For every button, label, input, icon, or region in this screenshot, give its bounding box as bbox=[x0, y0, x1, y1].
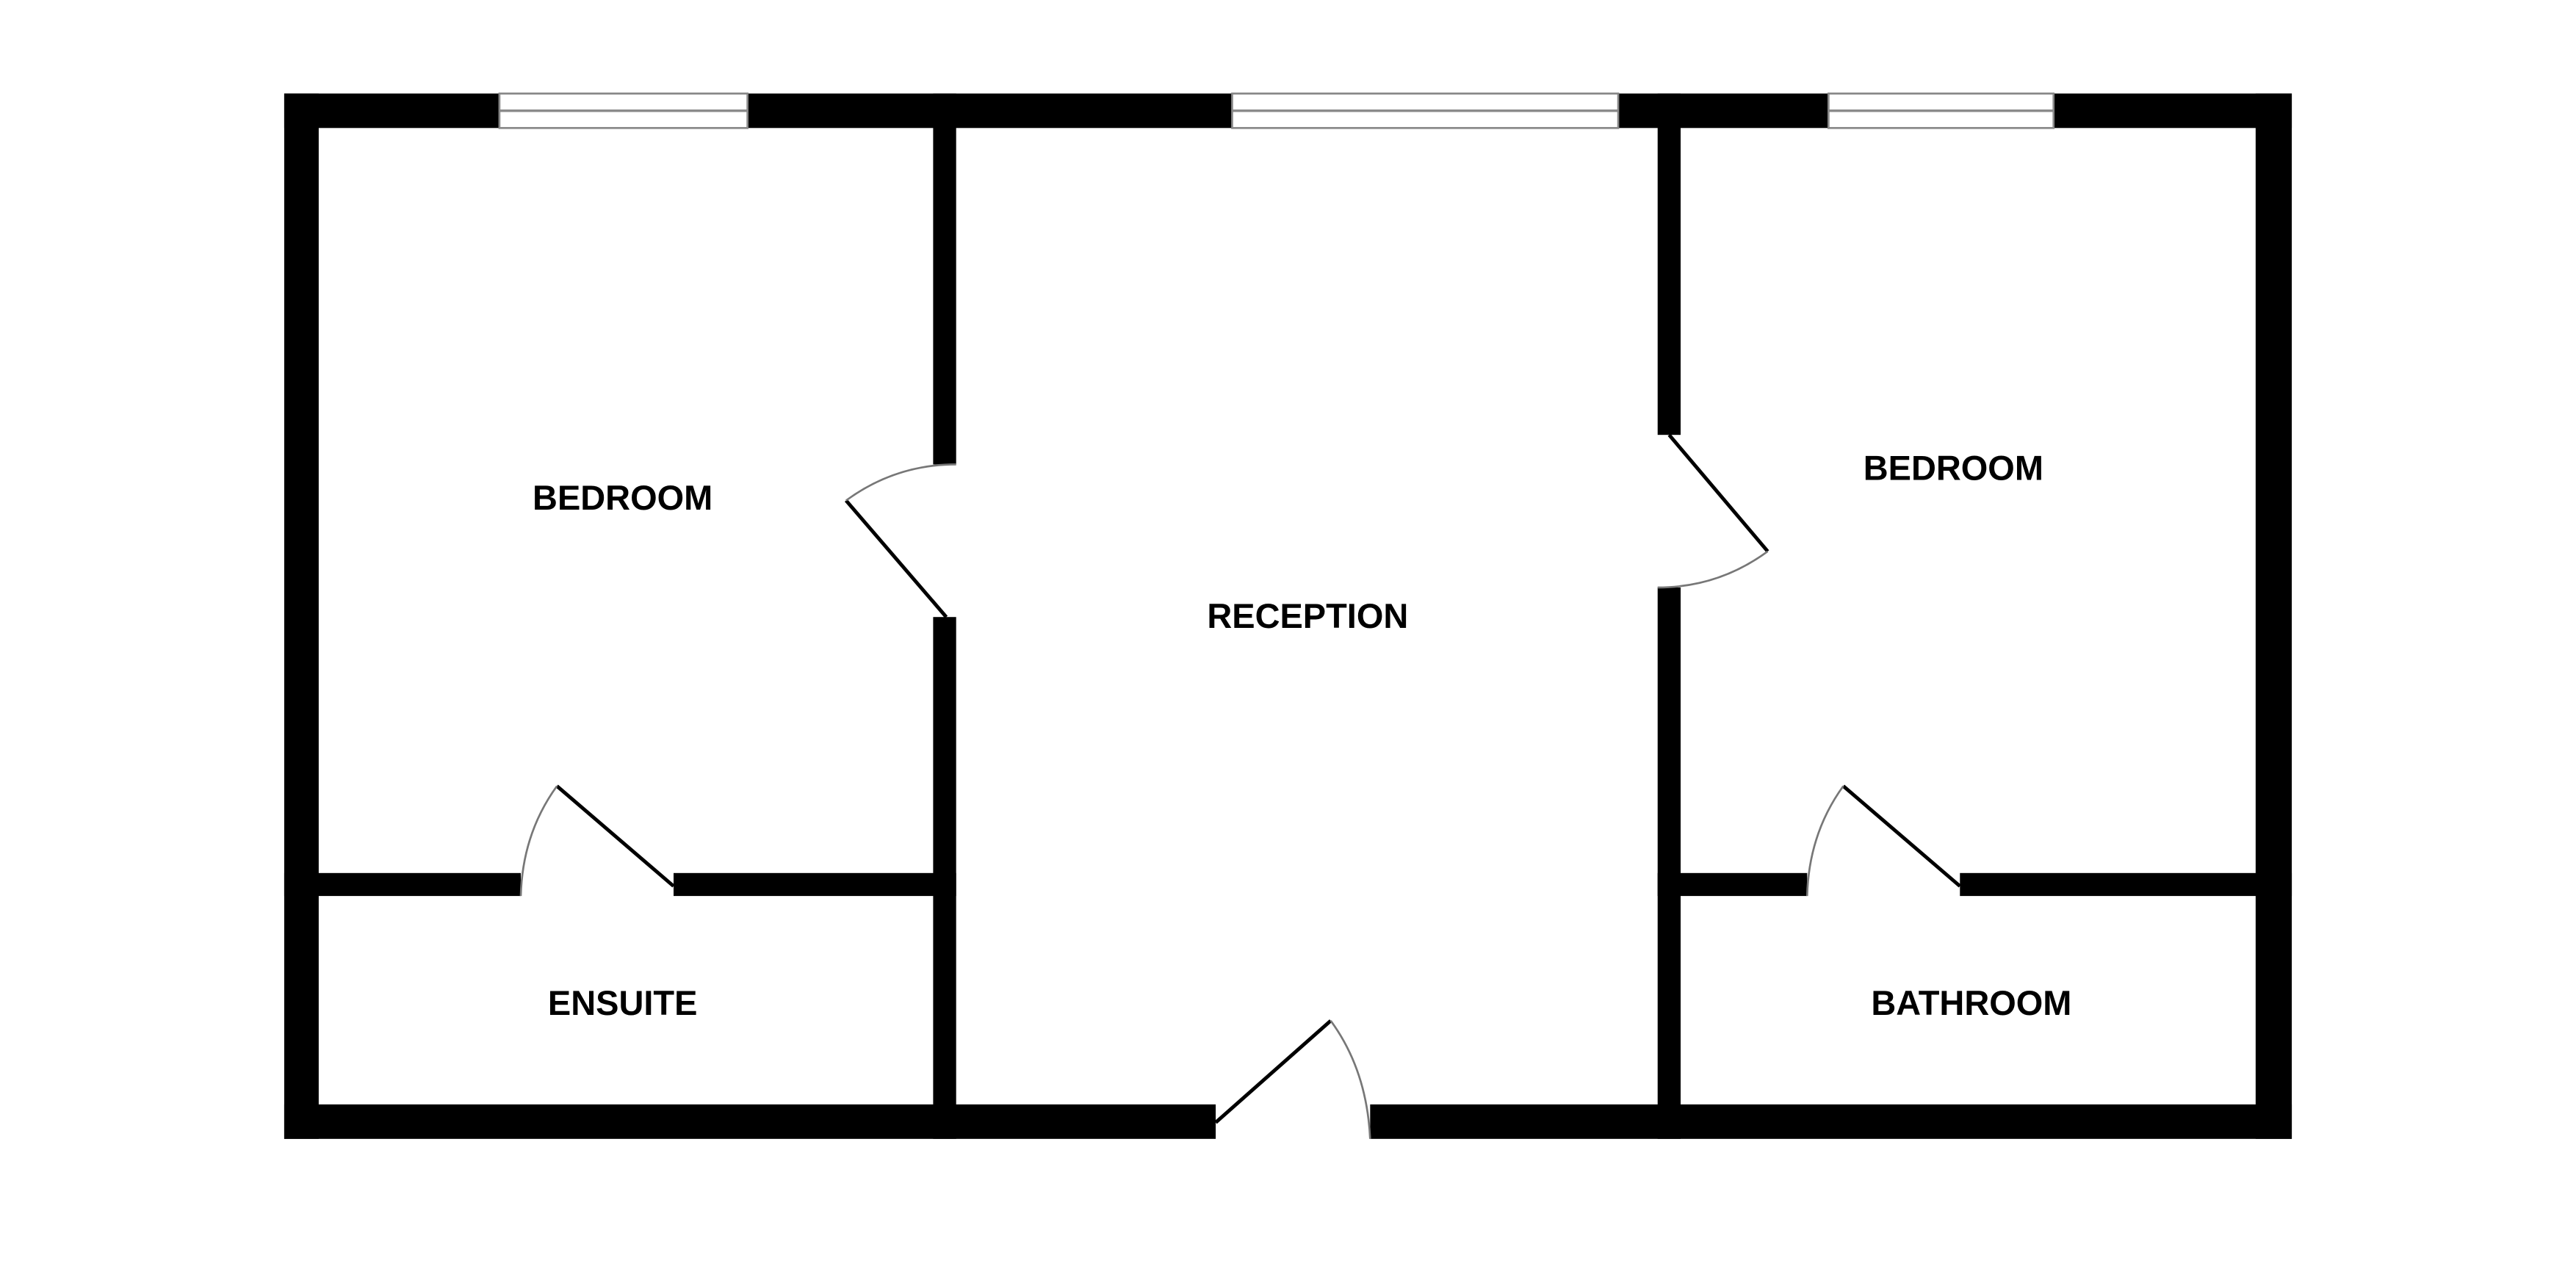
label-bedroom-left: BEDROOM bbox=[533, 479, 712, 517]
wall-right-upper bbox=[1657, 93, 1681, 435]
door-entrance bbox=[1214, 1019, 1371, 1139]
label-bedroom-right: BEDROOM bbox=[1864, 449, 2043, 488]
bottom-wall-left bbox=[284, 1104, 1216, 1139]
bathroom-wall-right bbox=[1960, 872, 2292, 897]
doors bbox=[519, 433, 1961, 1139]
room-labels: BEDROOM RECEPTION BEDROOM ENSUITE BATHRO… bbox=[533, 449, 2071, 1022]
label-reception: RECEPTION bbox=[1207, 597, 1408, 635]
label-bathroom: BATHROOM bbox=[1871, 984, 2071, 1022]
window-right-bedroom bbox=[1828, 93, 2055, 129]
wall-left-upper bbox=[933, 93, 956, 465]
ensuite-wall-right bbox=[674, 872, 956, 897]
door-right-bedroom bbox=[1657, 433, 1769, 589]
bottom-wall-right bbox=[1370, 1104, 2292, 1139]
bathroom-wall-left bbox=[1657, 872, 1808, 897]
door-bathroom bbox=[1805, 784, 1961, 897]
left-wall bbox=[284, 93, 319, 1139]
door-left-bedroom bbox=[844, 463, 956, 618]
windows bbox=[498, 93, 2055, 129]
door-ensuite bbox=[519, 784, 675, 897]
wall-right-lower bbox=[1657, 587, 1681, 1139]
right-wall bbox=[2255, 93, 2292, 1139]
label-ensuite: ENSUITE bbox=[548, 984, 698, 1022]
window-left-bedroom bbox=[498, 93, 748, 129]
interior-walls bbox=[284, 93, 2292, 1139]
ensuite-wall-left bbox=[284, 872, 522, 897]
window-reception bbox=[1231, 93, 1620, 129]
